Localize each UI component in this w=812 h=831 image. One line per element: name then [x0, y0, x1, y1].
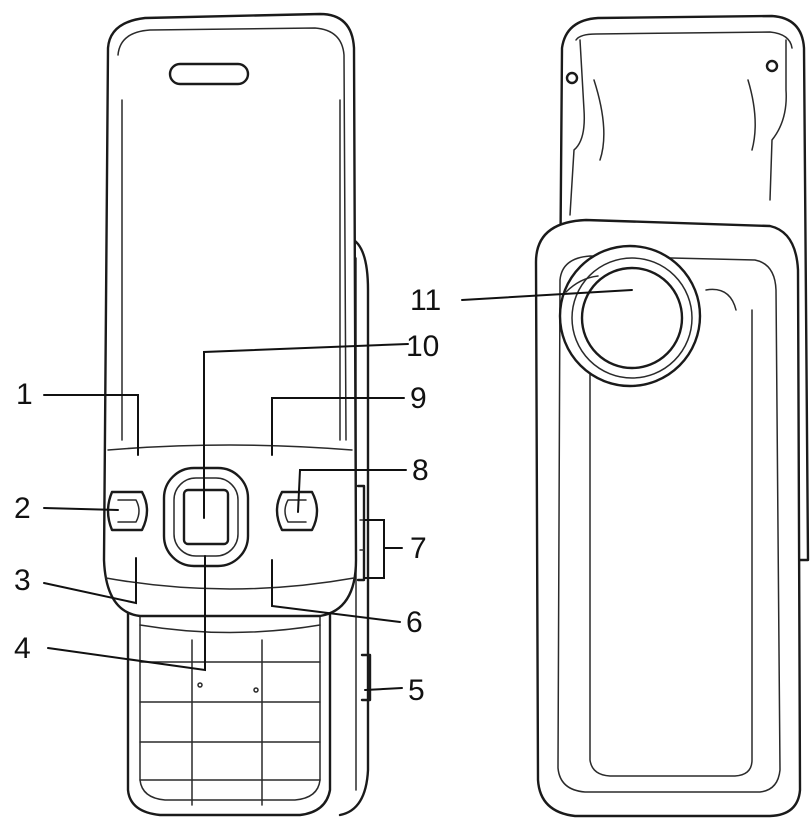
camera-lens — [580, 266, 684, 370]
front-slider-body — [102, 12, 358, 618]
back-lower-panel-inner — [557, 255, 781, 793]
callout-10: 10 — [406, 330, 439, 363]
leader-11 — [461, 289, 633, 301]
back-screw-right — [765, 59, 779, 73]
back-screw-left — [565, 71, 579, 85]
leader-6 — [271, 559, 401, 623]
callout-7: 7 — [410, 532, 427, 565]
callout-4: 4 — [14, 632, 31, 665]
callout-labels: 1 2 3 4 5 6 7 8 9 10 11 — [14, 284, 441, 707]
keypad-grid — [139, 624, 321, 806]
callout-1: 1 — [16, 378, 33, 411]
back-upper-bevel-left — [569, 39, 586, 216]
battery-cover-line — [589, 299, 753, 777]
earpiece — [168, 62, 250, 86]
leader-1 — [43, 394, 139, 456]
leader-8 — [297, 469, 407, 513]
phone-back-view — [534, 14, 810, 818]
left-soft-key[interactable] — [106, 490, 149, 532]
camera-ring — [571, 257, 693, 379]
leader-7 — [363, 519, 403, 579]
callout-11: 11 — [410, 284, 441, 317]
leader-5 — [364, 687, 403, 691]
keypad-base-inner — [139, 599, 321, 801]
callout-2: 2 — [14, 492, 31, 525]
leader-10 — [203, 343, 409, 519]
back-upper-bevel-right — [769, 39, 787, 201]
callout-3: 3 — [14, 564, 31, 597]
screen-area — [121, 99, 341, 441]
leader-lines — [43, 289, 633, 691]
front-side-edge — [338, 236, 370, 817]
leader-3 — [43, 557, 137, 605]
front-slider-inner — [117, 27, 347, 441]
callout-9: 9 — [410, 382, 427, 415]
leader-4 — [47, 555, 206, 672]
callout-5: 5 — [408, 674, 425, 707]
callout-6: 6 — [406, 606, 423, 639]
right-soft-key[interactable] — [275, 490, 319, 532]
callout-8: 8 — [412, 454, 429, 487]
side-connector — [360, 653, 372, 702]
leader-9 — [271, 397, 405, 456]
phone-front-view — [102, 12, 372, 817]
side-volume-keys[interactable] — [356, 484, 366, 582]
leader-2 — [43, 507, 119, 511]
back-upper-frame — [575, 31, 793, 49]
keypad-base — [126, 558, 332, 817]
navigation-key-center[interactable] — [182, 488, 230, 546]
